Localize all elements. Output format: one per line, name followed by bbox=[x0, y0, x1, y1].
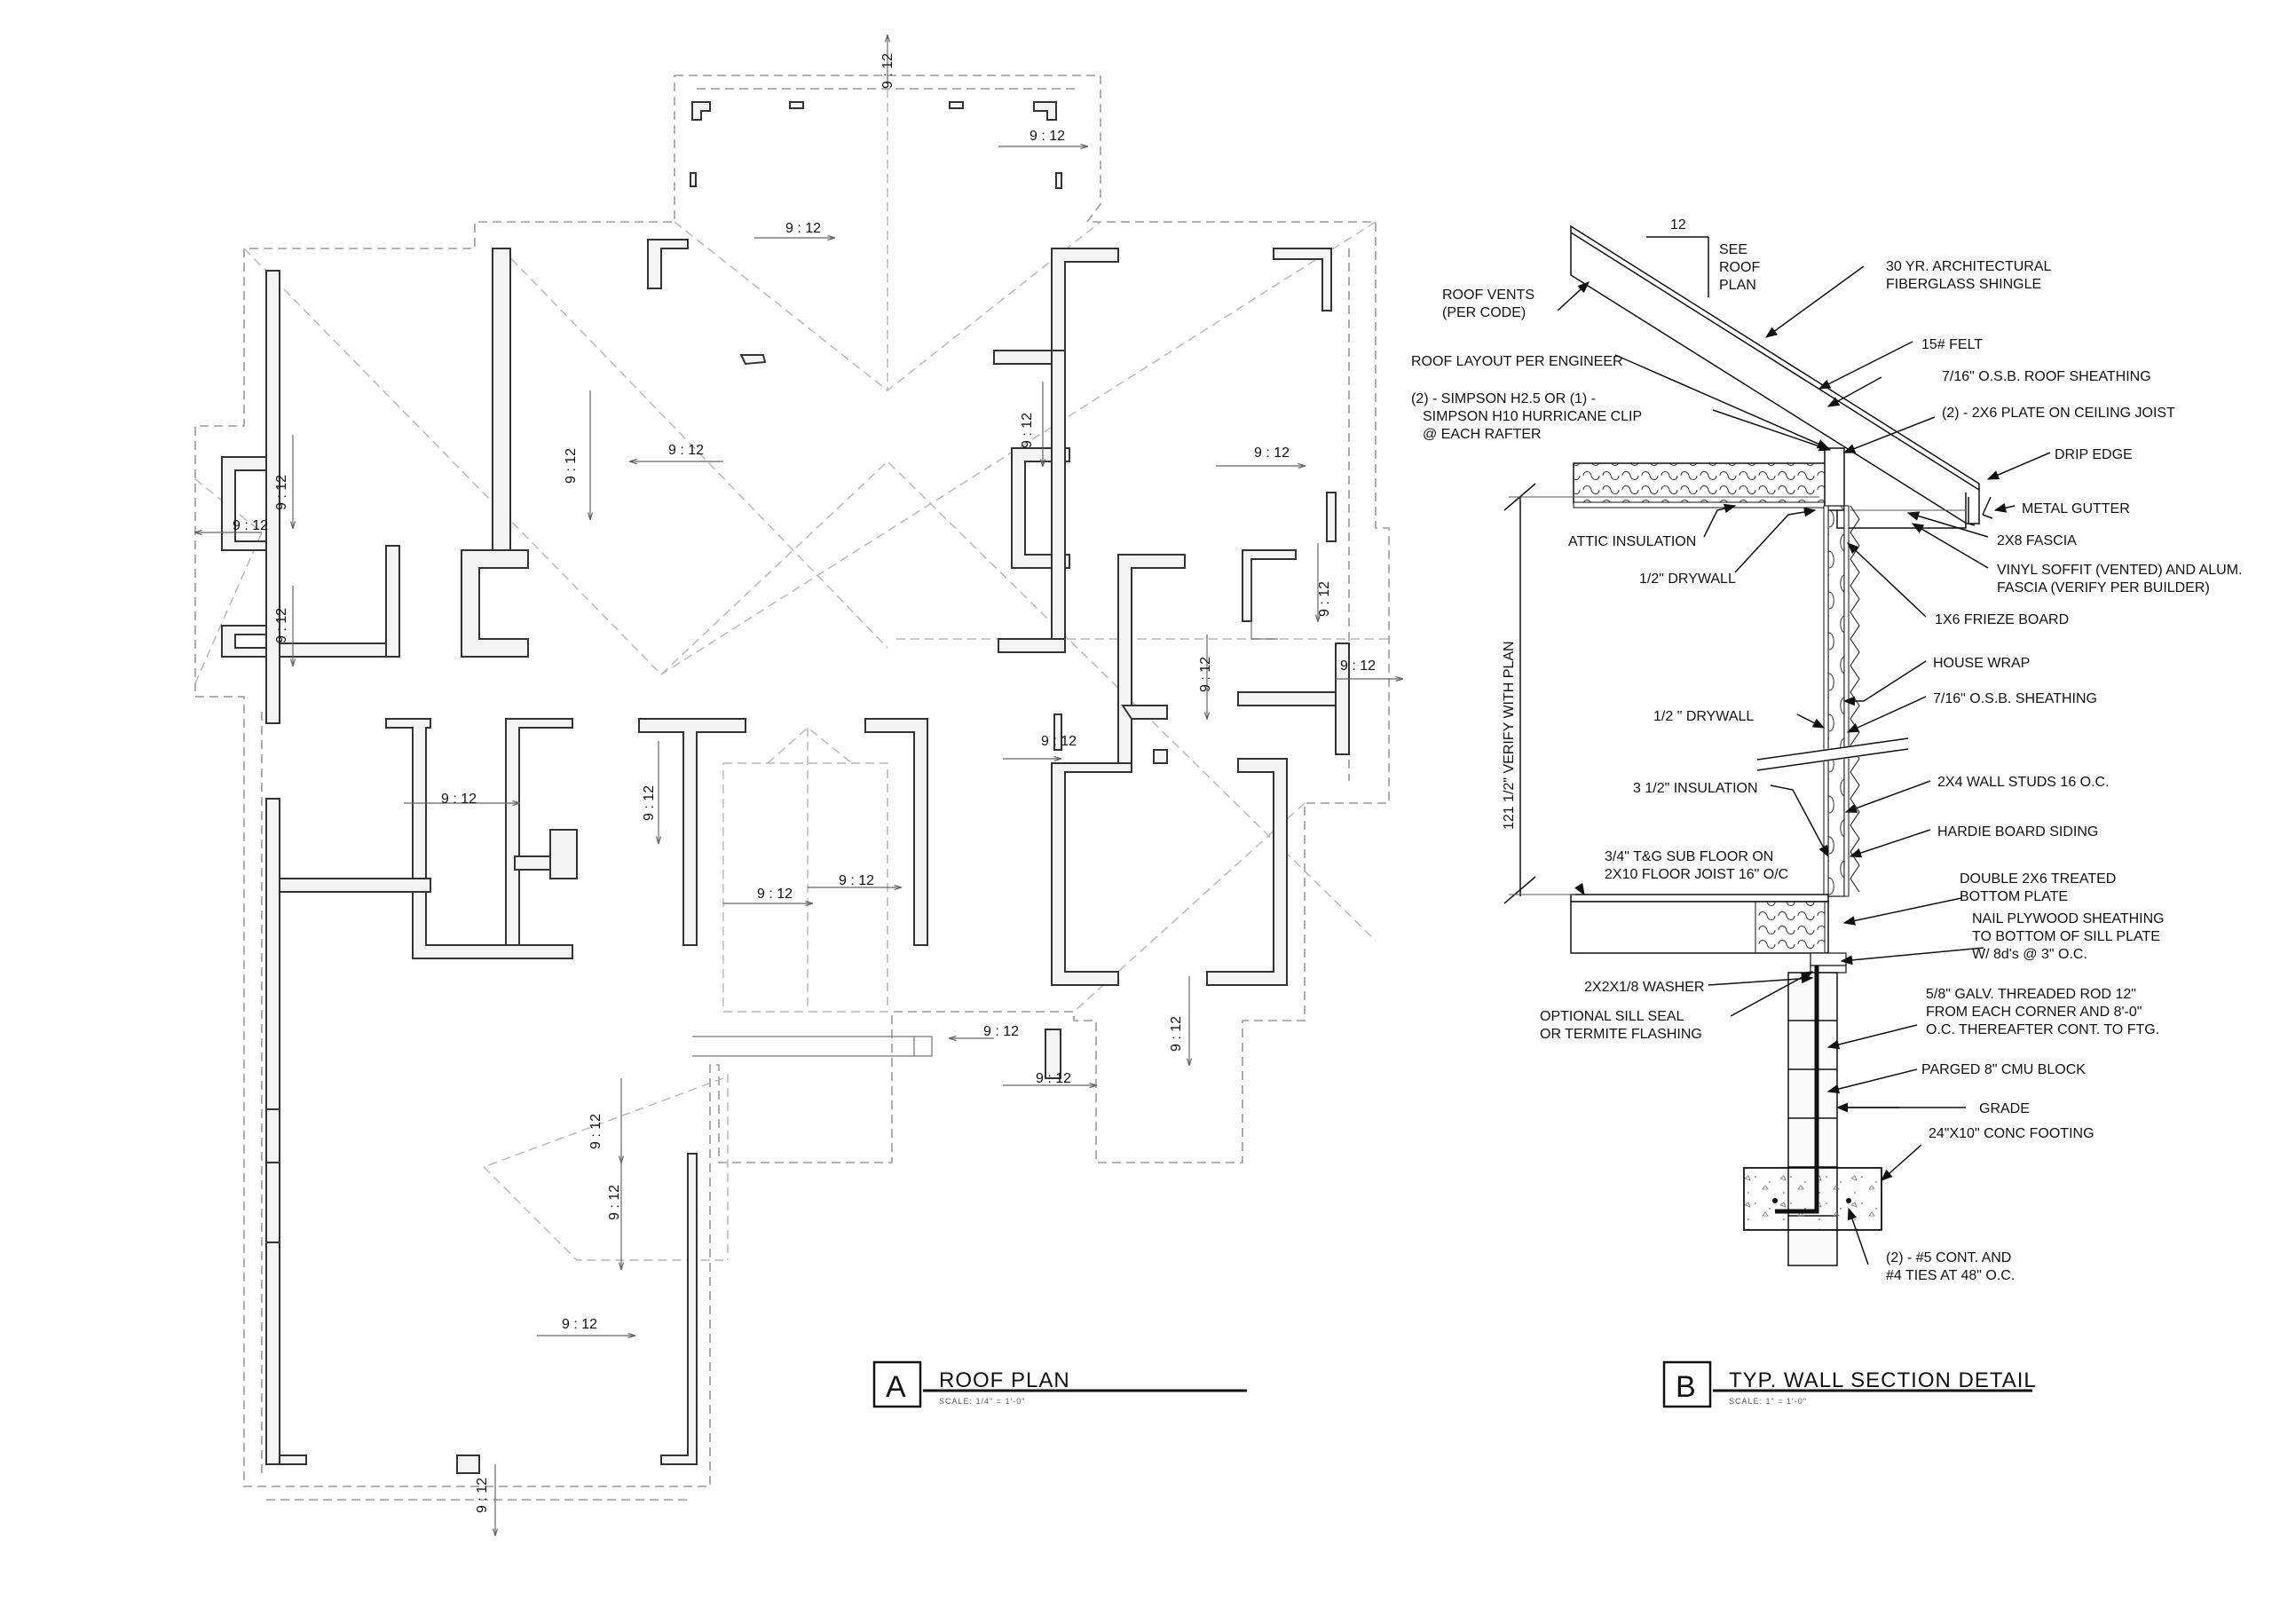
attic-insulation bbox=[1573, 462, 1843, 508]
wall-assembly bbox=[1756, 447, 1909, 897]
roof-plan-scale: SCALE: 1/4" = 1'-0" bbox=[939, 1397, 1025, 1406]
note-washer: 2X2X1/8 WASHER bbox=[1584, 980, 1704, 995]
note-bottom-plate: DOUBLE 2X6 TREATED bbox=[1960, 871, 2116, 887]
pitch-label: 9 : 12 bbox=[668, 443, 704, 458]
note-drip-edge: DRIP EDGE bbox=[2055, 447, 2133, 462]
pitch-label: 9 : 12 bbox=[562, 1317, 597, 1332]
note-gutter: METAL GUTTER bbox=[2022, 501, 2130, 516]
pitch-label: 9 : 12 bbox=[983, 1024, 1019, 1039]
floor-assembly bbox=[1570, 894, 1847, 974]
note-roof-vents: ROOF VENTS bbox=[1442, 288, 1534, 303]
pitch-label: 9 : 12 bbox=[757, 887, 793, 902]
pitch-label: 9 : 12 bbox=[274, 475, 289, 510]
note-shingle: 30 YR. ARCHITECTURAL bbox=[1886, 259, 2052, 274]
note-subfloor: 3/4" T&G SUB FLOOR ON bbox=[1605, 849, 1773, 864]
note-bottom-plate: BOTTOM PLATE bbox=[1960, 889, 2068, 904]
roof-plan-title: ROOF PLAN bbox=[939, 1368, 1070, 1392]
note-soffit: FASCIA (VERIFY PER BUILDER) bbox=[1997, 580, 2210, 595]
note-siding: HARDIE BOARD SIDING bbox=[1937, 824, 2098, 840]
roof-plan-title-block: A ROOF PLAN SCALE: 1/4" = 1'-0" bbox=[872, 1360, 1247, 1408]
note-roof-layout: ROOF LAYOUT PER ENGINEER bbox=[1411, 354, 1623, 369]
pitch-label: 9 : 12 bbox=[1030, 129, 1065, 144]
pitch-label: 9 : 12 bbox=[588, 1114, 604, 1149]
note-leaders bbox=[1557, 265, 2051, 1265]
note-studs: 2X4 WALL STUDS 16 O.C. bbox=[1937, 775, 2110, 790]
slope-note-line: ROOF bbox=[1719, 260, 1760, 275]
pitch-label: 9 : 12 bbox=[441, 792, 477, 807]
note-nail-plywood: TO BOTTOM OF SILL PLATE bbox=[1972, 929, 2160, 944]
roof-plan-walls bbox=[221, 101, 1350, 1474]
pitch-label: 9 : 12 bbox=[880, 53, 895, 89]
slope-rise: 12 bbox=[1670, 217, 1686, 233]
pitch-label: 9 : 12 bbox=[1041, 734, 1077, 749]
note-cmu: PARGED 8" CMU BLOCK bbox=[1921, 1062, 2086, 1077]
wall-section-tag: B bbox=[1676, 1370, 1696, 1404]
pitch-label: 9 : 12 bbox=[233, 518, 268, 533]
note-drywall-wall: 1/2 " DRYWALL bbox=[1653, 709, 1754, 724]
note-soffit: VINYL SOFFIT (VENTED) AND ALUM. bbox=[1997, 563, 2243, 578]
wall-section-title: TYP. WALL SECTION DETAIL bbox=[1729, 1368, 2037, 1392]
note-shingle: FIBERGLASS SHINGLE bbox=[1886, 277, 2041, 292]
pitch-label: 9 : 12 bbox=[1020, 413, 1035, 448]
note-hurricane-clip: (2) - SIMPSON H2.5 OR (1) - bbox=[1411, 391, 1596, 406]
wall-section-notes: ROOF VENTS (PER CODE) ROOF LAYOUT PER EN… bbox=[1411, 259, 2243, 1283]
pitch-label: 9 : 12 bbox=[1317, 581, 1332, 617]
pitch-label: 9 : 12 bbox=[1340, 658, 1376, 674]
roof-plan-drawing: 9 : 12 9 : 12 9 : 12 9 : 12 9 : 12 9 : 1… bbox=[195, 35, 1402, 1535]
note-frieze: 1X6 FRIEZE BOARD bbox=[1935, 612, 2069, 627]
note-rebar: #4 TIES AT 48" O.C. bbox=[1886, 1268, 2015, 1283]
pitch-label: 9 : 12 bbox=[475, 1478, 490, 1513]
pitch-label: 9 : 12 bbox=[642, 785, 657, 821]
pitch-label: 9 : 12 bbox=[785, 221, 821, 236]
note-nail-plywood: W/ 8d's @ 3" O.C. bbox=[1972, 947, 2087, 962]
roof-plan-tag: A bbox=[886, 1370, 906, 1404]
note-rebar: (2) - #5 CONT. AND bbox=[1886, 1250, 2011, 1265]
note-threaded-rod: 5/8" GALV. THREADED ROD 12" bbox=[1926, 987, 2136, 1002]
note-roof-vents: (PER CODE) bbox=[1442, 305, 1526, 320]
pitch-label: 9 : 12 bbox=[274, 608, 289, 643]
roof-assembly bbox=[1570, 225, 1993, 529]
height-dimension: 121 1/2" VERIFY WITH PLAN bbox=[1502, 483, 1819, 904]
note-plate-joist: (2) - 2X6 PLATE ON CEILING JOIST bbox=[1942, 406, 2175, 421]
pitch-label: 9 : 12 bbox=[1254, 445, 1290, 461]
slope-arrows bbox=[195, 35, 1402, 1535]
note-osb-roof: 7/16" O.S.B. ROOF SHEATHING bbox=[1942, 369, 2151, 384]
note-osb-wall: 7/16" O.S.B. SHEATHING bbox=[1933, 691, 2097, 706]
note-grade: GRADE bbox=[1979, 1101, 2030, 1116]
note-subfloor: 2X10 FLOOR JOIST 16" O/C bbox=[1605, 867, 1788, 882]
note-footing: 24"X10" CONC FOOTING bbox=[1929, 1126, 2094, 1141]
note-sill-seal: OR TERMITE FLASHING bbox=[1540, 1027, 1702, 1042]
note-fascia: 2X8 FASCIA bbox=[1997, 533, 2077, 548]
pitch-label: 9 : 12 bbox=[607, 1185, 622, 1220]
pitch-label: 9 : 12 bbox=[1198, 657, 1213, 692]
note-threaded-rod: FROM EACH CORNER AND 8'-0" bbox=[1926, 1005, 2142, 1020]
pitch-label: 9 : 12 bbox=[1169, 1016, 1184, 1052]
note-threaded-rod: O.C. THEREAFTER CONT. TO FTG. bbox=[1926, 1022, 2159, 1037]
pitch-labels: 9 : 12 9 : 12 9 : 12 9 : 12 9 : 12 9 : 1… bbox=[233, 53, 1376, 1513]
pitch-label: 9 : 12 bbox=[1036, 1071, 1071, 1086]
slope-note-line: SEE bbox=[1719, 242, 1747, 257]
height-dimension-label: 121 1/2" VERIFY WITH PLAN bbox=[1502, 641, 1517, 830]
note-insulation-wall: 3 1/2" INSULATION bbox=[1633, 781, 1758, 796]
note-hurricane-clip: @ EACH RAFTER bbox=[1423, 427, 1542, 442]
roof-outline bbox=[194, 75, 1390, 1501]
note-house-wrap: HOUSE WRAP bbox=[1933, 656, 2030, 671]
pitch-label: 9 : 12 bbox=[564, 448, 579, 484]
note-nail-plywood: NAIL PLYWOOD SHEATHING bbox=[1972, 911, 2165, 926]
wall-section-drawing: 121 1/2" VERIFY WITH PLAN 12 SEE ROOF PL… bbox=[1411, 217, 2243, 1408]
foundation bbox=[1743, 966, 1899, 1266]
wall-section-title-block: B TYP. WALL SECTION DETAIL SCALE: 1" = 1… bbox=[1662, 1360, 2037, 1408]
note-attic-insulation: ATTIC INSULATION bbox=[1568, 534, 1696, 549]
note-hurricane-clip: SIMPSON H10 HURRICANE CLIP bbox=[1423, 409, 1642, 424]
slope-note-line: PLAN bbox=[1719, 278, 1756, 293]
slope-indicator: 12 SEE ROOF PLAN bbox=[1646, 217, 1760, 297]
note-drywall-ceiling: 1/2" DRYWALL bbox=[1639, 572, 1736, 587]
note-sill-seal: OPTIONAL SILL SEAL bbox=[1540, 1009, 1684, 1024]
wall-section-scale: SCALE: 1" = 1'-0" bbox=[1729, 1397, 1807, 1406]
note-felt: 15# FELT bbox=[1921, 337, 1983, 352]
pitch-label: 9 : 12 bbox=[839, 873, 874, 888]
